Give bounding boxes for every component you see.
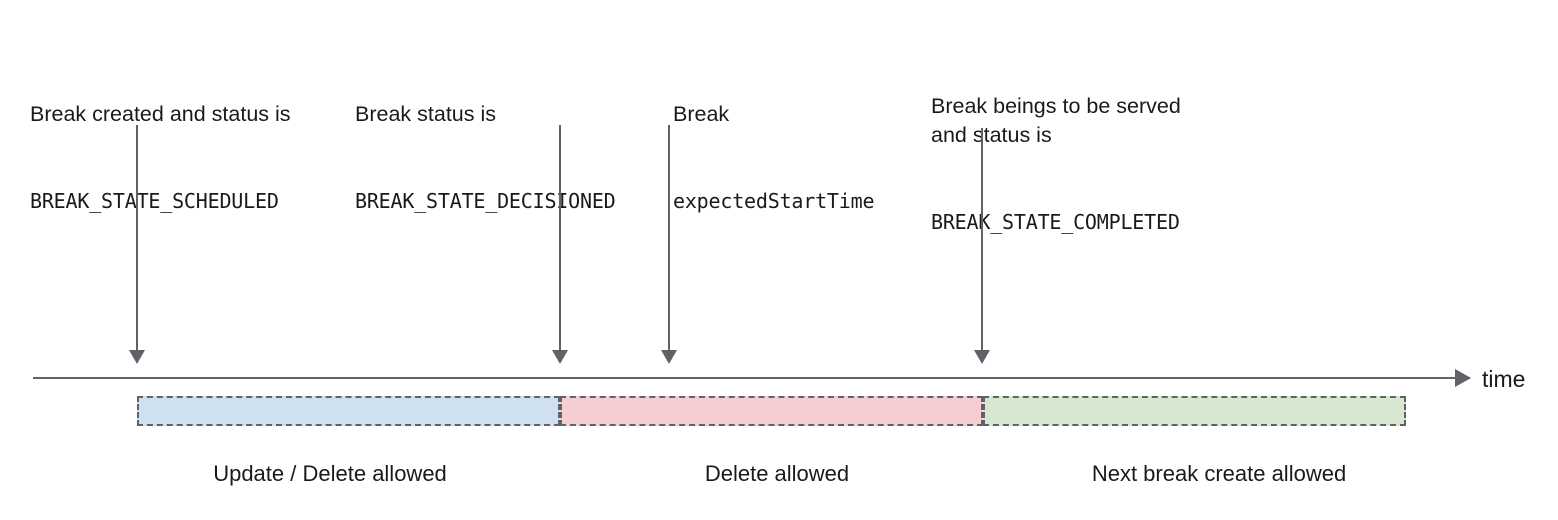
time-axis-label: time bbox=[1482, 366, 1526, 392]
annotation-expected-start-time: Break expectedStartTime bbox=[673, 42, 875, 274]
annotation-code: BREAK_STATE_DECISIONED bbox=[355, 189, 616, 213]
annotation-code: BREAK_STATE_COMPLETED bbox=[931, 210, 1180, 234]
arrow-shaft bbox=[981, 128, 983, 353]
annotation-prose: Break bbox=[673, 102, 730, 126]
arrow-right-icon bbox=[1455, 369, 1471, 387]
segment-delete-only bbox=[560, 396, 983, 426]
arrow-down-icon bbox=[552, 350, 568, 364]
arrow-down-icon bbox=[129, 350, 145, 364]
caption-delete-only: Delete allowed bbox=[704, 461, 850, 486]
annotation-code: BREAK_STATE_SCHEDULED bbox=[30, 189, 279, 213]
annotation-code: expectedStartTime bbox=[673, 189, 875, 213]
arrow-shaft bbox=[668, 125, 670, 353]
time-axis-line bbox=[33, 377, 1470, 379]
caption-update-delete: Update / Delete allowed bbox=[213, 461, 447, 486]
annotation-completed: Break beings to be served and status is … bbox=[931, 34, 1181, 295]
annotation-prose: Break beings to be served and status is bbox=[931, 94, 1181, 147]
annotation-scheduled: Break created and status is BREAK_STATE_… bbox=[30, 42, 291, 274]
segment-next-break-create bbox=[983, 396, 1406, 426]
caption-next-break-create: Next break create allowed bbox=[1091, 461, 1347, 486]
annotation-decisioned: Break status is BREAK_STATE_DECISIONED bbox=[355, 42, 616, 274]
annotation-prose: Break created and status is bbox=[30, 102, 291, 126]
arrow-shaft bbox=[559, 125, 561, 353]
arrow-down-icon bbox=[974, 350, 990, 364]
segment-update-delete bbox=[137, 396, 560, 426]
arrow-down-icon bbox=[661, 350, 677, 364]
annotation-prose: Break status is bbox=[355, 102, 496, 126]
arrow-shaft bbox=[136, 125, 138, 353]
